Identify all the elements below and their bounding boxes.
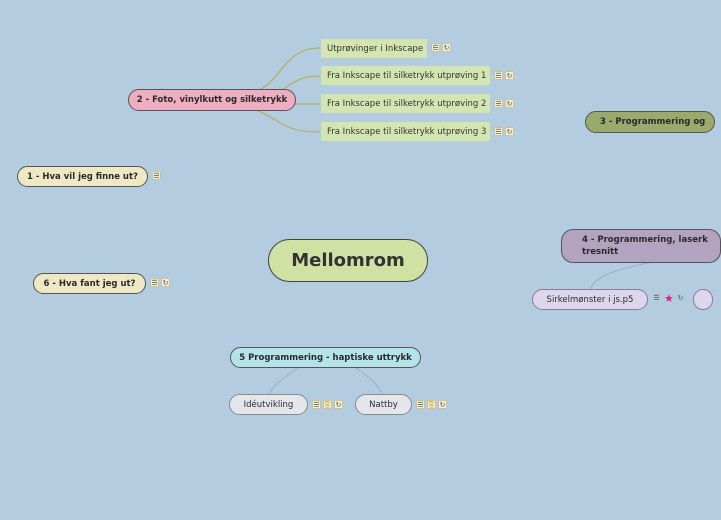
connector-t5-nattby <box>355 367 384 397</box>
leaf-label: Fra Inkscape til silketrykk utprøving 2 <box>327 98 487 109</box>
subtopic-label: Sirkelmønster i js.p5 <box>546 294 634 305</box>
notes-icon[interactable]: ☰ <box>416 400 425 409</box>
leaf-label: Utprøvinger i Inkscape <box>327 43 424 54</box>
subtopic-nattby[interactable]: Nattby <box>355 394 412 415</box>
subtopic-icons: ☰ ⎘ ↻ <box>312 400 343 409</box>
topic-1[interactable]: 1 - Hva vil jeg finne ut? <box>17 166 148 187</box>
subtopic-ideutvikling[interactable]: Idéutvikling <box>229 394 308 415</box>
connector-t2-leaf4 <box>255 109 321 133</box>
link-icon[interactable]: ↻ <box>438 400 447 409</box>
topic-4-label-line1: 4 - Programmering, laserk <box>582 235 708 245</box>
topic-5[interactable]: 5 Programmering - haptiske uttrykk <box>230 347 421 368</box>
topic-2-label: 2 - Foto, vinylkutt og silketrykk <box>136 95 288 105</box>
leaf-icons: ☰ ↻ <box>494 127 514 136</box>
attachment-icon[interactable]: ⎘ <box>323 400 332 409</box>
link-icon[interactable]: ↻ <box>505 99 514 108</box>
topic-icons: ☰ ↻ <box>150 278 170 287</box>
topic-3[interactable]: 3 - Programmering og <box>585 111 715 133</box>
central-topic[interactable]: Mellomrom <box>268 239 428 282</box>
link-icon[interactable]: ↻ <box>442 43 451 52</box>
notes-icon[interactable]: ☰ <box>494 99 503 108</box>
topic-6-label: 6 - Hva fant jeg ut? <box>43 278 136 289</box>
subtopic-icons: ☰ ⎘ ↻ <box>416 400 447 409</box>
link-icon[interactable]: ↻ <box>505 71 514 80</box>
notes-icon[interactable]: ☰ <box>494 71 503 80</box>
notes-icon[interactable]: ☰ <box>431 43 440 52</box>
leaf-silketrykk-2[interactable]: Fra Inkscape til silketrykk utprøving 2 <box>321 94 490 113</box>
mindmap-canvas: Mellomrom 2 - Foto, vinylkutt og silketr… <box>17 39 721 415</box>
leaf-icons: ☰ ↻ <box>494 71 514 80</box>
leaf-utprovinger-inkscape[interactable]: Utprøvinger i Inkscape <box>321 39 427 58</box>
notes-icon[interactable]: ☰ <box>312 400 321 409</box>
topic-2[interactable]: 2 - Foto, vinylkutt og silketrykk <box>128 89 296 111</box>
topic-5-label: 5 Programmering - haptiske uttrykk <box>239 352 412 363</box>
link-icon[interactable]: ↻ <box>161 278 170 287</box>
notes-icon[interactable]: ☰ <box>150 278 159 287</box>
clipped-node-edge <box>693 289 713 310</box>
subtopic-sirkelmonster[interactable]: Sirkelmønster i js.p5 <box>532 289 648 310</box>
leaf-silketrykk-1[interactable]: Fra Inkscape til silketrykk utprøving 1 <box>321 66 490 85</box>
leaf-label: Fra Inkscape til silketrykk utprøving 3 <box>327 126 487 137</box>
topic-1-label: 1 - Hva vil jeg finne ut? <box>27 171 138 182</box>
connector-t2-leaf1 <box>253 47 321 93</box>
link-icon[interactable]: ↻ <box>677 294 684 302</box>
leaf-icons: ☰ ↻ <box>494 99 514 108</box>
notes-icon[interactable]: ☰ <box>653 294 660 302</box>
topic-4[interactable]: 4 - Programmering, laserk tresnitt <box>561 229 721 263</box>
topic-4-label-line2: tresnitt <box>582 247 619 257</box>
notes-icon[interactable]: ☰ <box>152 171 161 180</box>
attachment-icon[interactable]: ⎘ <box>427 400 436 409</box>
link-icon[interactable]: ↻ <box>334 400 343 409</box>
subtopic-label: Idéutvikling <box>243 399 294 410</box>
leaf-label: Fra Inkscape til silketrykk utprøving 1 <box>327 70 487 81</box>
connector-t5-ideutvikling <box>267 367 299 397</box>
leaf-icons: ☰ ↻ <box>431 43 451 52</box>
notes-icon[interactable]: ☰ <box>494 127 503 136</box>
central-topic-label: Mellomrom <box>291 250 405 271</box>
topic-3-label: 3 - Programmering og <box>600 117 706 127</box>
subtopic-icons: ☰ ★ ↻ <box>652 292 685 305</box>
connector-t4-sirkel <box>589 261 653 291</box>
leaf-silketrykk-3[interactable]: Fra Inkscape til silketrykk utprøving 3 <box>321 122 490 141</box>
star-icon: ★ <box>664 292 674 305</box>
topic-6[interactable]: 6 - Hva fant jeg ut? <box>33 273 146 294</box>
link-icon[interactable]: ↻ <box>505 127 514 136</box>
subtopic-label: Nattby <box>369 399 398 410</box>
topic-icons: ☰ <box>152 171 161 180</box>
